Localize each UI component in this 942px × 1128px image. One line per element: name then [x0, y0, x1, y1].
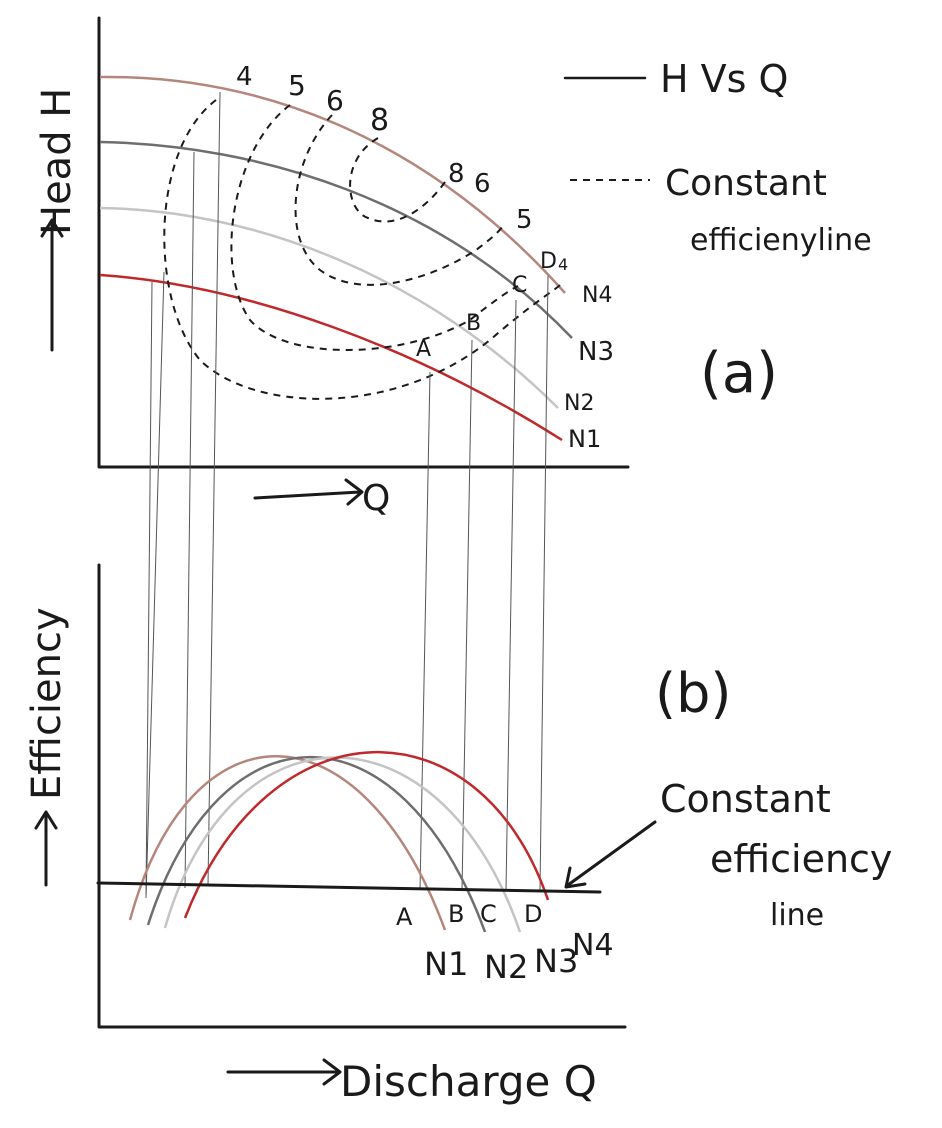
projection-line [539, 275, 549, 891]
legend-dashed-label-2: efficienyline [690, 223, 872, 258]
q-axis-arrow [253, 478, 364, 506]
efficiency-curve-n1 [183, 751, 550, 919]
point-label-b-bottom: B [448, 900, 464, 928]
panel-b: Constant efficiency line A B C D N1 N2 N… [24, 563, 892, 1106]
curve-label-n1-b: N1 [424, 945, 468, 983]
discharge-axis-label: Discharge Q [340, 1057, 597, 1106]
efficiency-contour-5 [230, 104, 519, 351]
projection-line [207, 91, 221, 886]
efficiency-label-4-left: 4 [236, 62, 253, 92]
efficiency-contour-8 [349, 137, 446, 223]
projection-line [461, 339, 473, 891]
panel-b-label: (b) [655, 662, 731, 725]
efficiency-label-5-left: 5 [288, 69, 306, 102]
efficiency-label-8-right: 8 [448, 159, 465, 189]
projection-line [505, 299, 517, 891]
point-label-d-top: D [540, 249, 557, 274]
annotation-arrow [564, 820, 657, 889]
efficiency-curve-n4 [128, 755, 447, 931]
efficiency-label-6-right: 6 [474, 169, 491, 199]
efficiency-contour-4 [163, 99, 561, 400]
curve-label-n3-b: N3 [534, 942, 578, 980]
head-curve-n3 [99, 140, 573, 339]
projection-line [184, 151, 195, 889]
efficiency-axis-arrow [34, 810, 58, 887]
efficiency-label-4-right: 4 [558, 255, 568, 274]
projection-line [145, 271, 165, 899]
point-label-a-bottom: A [396, 903, 413, 931]
panel-a-label: (a) [700, 341, 778, 406]
curve-label-n1-a: N1 [568, 425, 601, 453]
head-axis-arrow [40, 218, 64, 352]
curve-label-n2-b: N2 [484, 948, 528, 986]
panel-b-axes [97, 563, 627, 1029]
point-label-b-top: B [466, 311, 481, 336]
efficiency-curve-n3 [146, 755, 487, 933]
head-curve-n2 [99, 206, 559, 409]
efficiency-curve-n2 [163, 756, 522, 933]
discharge-axis-arrow [226, 1058, 342, 1086]
legend-dashed-label-1: Constant [665, 163, 827, 204]
projection-line [145, 281, 153, 896]
efficiency-label-5-right: 5 [516, 205, 533, 235]
projection-line [419, 371, 431, 891]
point-label-c-bottom: C [480, 900, 497, 928]
point-label-c-top: C [512, 273, 527, 298]
annotation-label-1: Constant [660, 777, 831, 821]
annotation-label-2: efficiency [710, 837, 892, 881]
panel-a: N4 N3 N2 N1 A B C D 4 5 6 8 8 6 5 4 Head… [34, 16, 872, 519]
legend-solid-label: H Vs Q [660, 57, 788, 101]
efficiency-axis-label: Efficiency [24, 607, 70, 800]
point-label-d-bottom: D [524, 900, 542, 928]
constant-efficiency-line [96, 881, 602, 894]
efficiency-contour-6 [294, 114, 504, 286]
q-axis-label: Q [362, 478, 390, 519]
head-curve-n1 [99, 273, 563, 442]
projection-lines [145, 91, 549, 899]
efficiency-label-8-left: 8 [370, 103, 389, 138]
annotation-label-3: line [770, 898, 824, 933]
curve-label-n4-b: N4 [572, 928, 614, 963]
head-curve-n4 [99, 75, 566, 294]
head-axis-label: Head H [34, 88, 80, 235]
curve-label-n3-a: N3 [578, 337, 614, 367]
point-label-a-top: A [416, 337, 431, 362]
efficiency-label-6-left: 6 [326, 84, 344, 117]
curve-label-n2-a: N2 [564, 391, 594, 416]
panel-a-axes [97, 16, 630, 469]
curve-label-n4-a: N4 [582, 283, 612, 308]
